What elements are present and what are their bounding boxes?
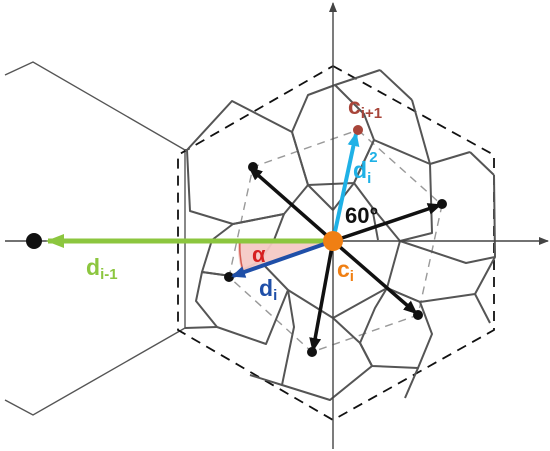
- neighbor-vectors: [248, 166, 442, 352]
- label-angle-60: 60°: [345, 203, 378, 228]
- label-d-i-2: di2: [353, 149, 378, 187]
- vector-d-i-2: [331, 132, 360, 242]
- point-d-prev: [26, 233, 42, 249]
- center-point-c-i: [323, 231, 343, 251]
- vector-d-i: [231, 239, 334, 278]
- neighbor-points: [224, 162, 447, 357]
- label-alpha: α: [252, 242, 266, 267]
- label-c-next: ci+1: [348, 93, 382, 122]
- point-c-next: [353, 125, 363, 135]
- label-d-i: di: [259, 275, 277, 304]
- label-c-i: ci: [337, 256, 354, 285]
- label-d-prev: di-1: [86, 254, 118, 283]
